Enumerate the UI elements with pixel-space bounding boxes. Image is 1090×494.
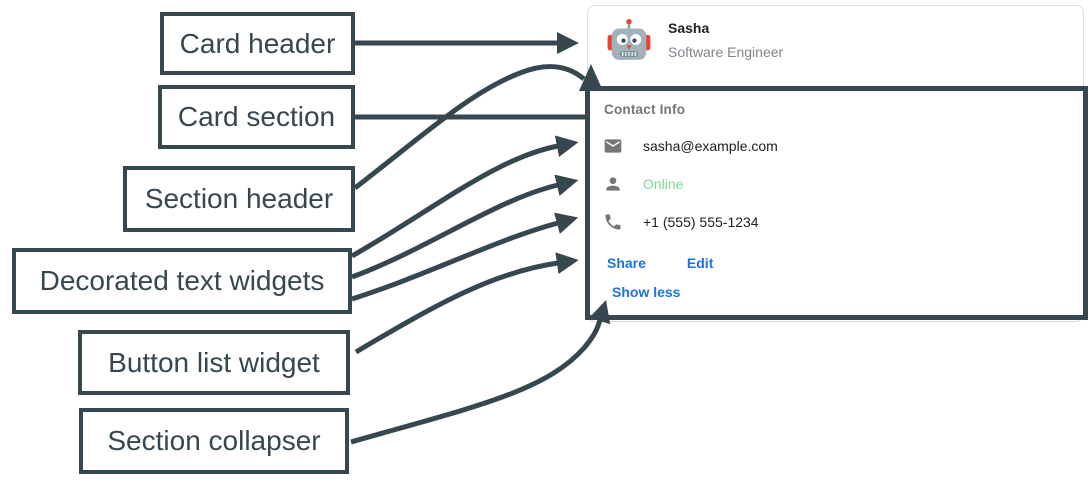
label-section-header-text: Section header: [144, 183, 334, 214]
card-section-outline: [585, 86, 1088, 320]
decorated-text-email: sasha@example.com: [603, 136, 778, 156]
label-card-header: Card header: [160, 12, 355, 75]
arrow-button-list: [354, 252, 579, 355]
robot-avatar: [606, 17, 652, 63]
arrow-decorated-text-3: [351, 212, 579, 302]
decorated-text-phone: +1 (555) 555-1234: [603, 212, 759, 232]
label-decorated-text-widgets-text: Decorated text widgets: [39, 265, 325, 296]
label-section-collapser: Section collapser: [79, 408, 349, 474]
button-list: Share Edit: [607, 255, 713, 271]
arrow-section-collapser: [350, 299, 611, 445]
card-subtitle: Software Engineer: [668, 43, 784, 60]
arrow-section-header: [353, 64, 586, 190]
card-title: Sasha: [668, 19, 710, 36]
share-button[interactable]: Share: [607, 255, 646, 271]
label-card-section: Card section: [158, 85, 355, 149]
card-header-text: Sasha Software Engineer: [668, 20, 783, 61]
section-collapser-button[interactable]: Show less: [612, 284, 681, 300]
contact-card: [587, 5, 1084, 322]
label-decorated-text-widgets: Decorated text widgets: [12, 248, 352, 314]
label-section-collapser-text: Section collapser: [107, 425, 321, 456]
label-section-header: Section header: [123, 166, 355, 232]
arrow-decorated-text-2: [351, 174, 579, 280]
person-icon: [603, 174, 623, 194]
status-text: Online: [643, 176, 684, 192]
label-card-header-text: Card header: [179, 27, 336, 59]
email-icon: [603, 136, 623, 156]
label-button-list-widget-text: Button list widget: [108, 346, 320, 378]
phone-text: +1 (555) 555-1234: [643, 214, 759, 230]
phone-icon: [603, 212, 623, 232]
section-header-title: Contact Info: [604, 102, 686, 117]
card-header: Sasha Software Engineer: [606, 17, 783, 63]
label-card-section-text: Card section: [177, 101, 336, 132]
decorated-text-status: Online: [603, 174, 683, 194]
email-text: sasha@example.com: [643, 138, 778, 154]
edit-button[interactable]: Edit: [686, 255, 714, 271]
arrow-decorated-text-1: [350, 135, 579, 259]
label-button-list-widget: Button list widget: [78, 330, 350, 395]
